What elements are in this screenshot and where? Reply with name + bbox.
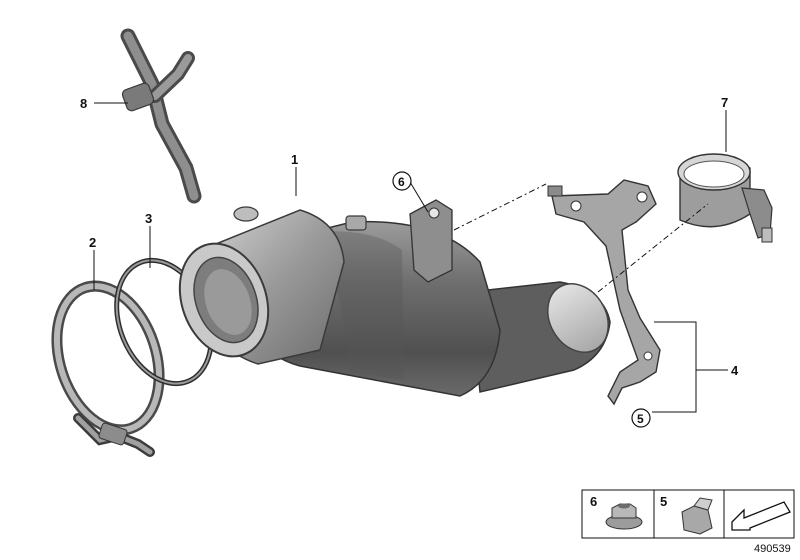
callout-3: 3 [145,211,152,226]
callout-5-circle [631,408,651,428]
clamp-part-2 [51,280,165,457]
clamp-part-7 [677,153,773,243]
callout-1: 1 [291,152,298,167]
assembly-lines [453,183,709,293]
legend-item-6-number: 6 [590,494,597,509]
reference-number: 490539 [754,543,791,555]
legend-item-5-number: 5 [660,494,667,509]
callout-2: 2 [89,235,96,250]
callout-6-circle [392,171,412,191]
legend-box: 6 5 [581,489,795,539]
callout-5: 5 [637,412,644,426]
catalytic-converter-part-1 [178,199,611,397]
leader-lines [93,102,728,413]
bracket-part-4 [547,179,661,406]
clip-nut-icon [681,497,713,535]
callout-7: 7 [721,95,728,110]
callout-6: 6 [398,175,405,189]
callout-8: 8 [80,96,87,111]
hose-part-8 [120,28,202,204]
callout-4: 4 [731,363,739,378]
nut-icon [605,503,643,530]
arrow-icon [731,501,791,531]
